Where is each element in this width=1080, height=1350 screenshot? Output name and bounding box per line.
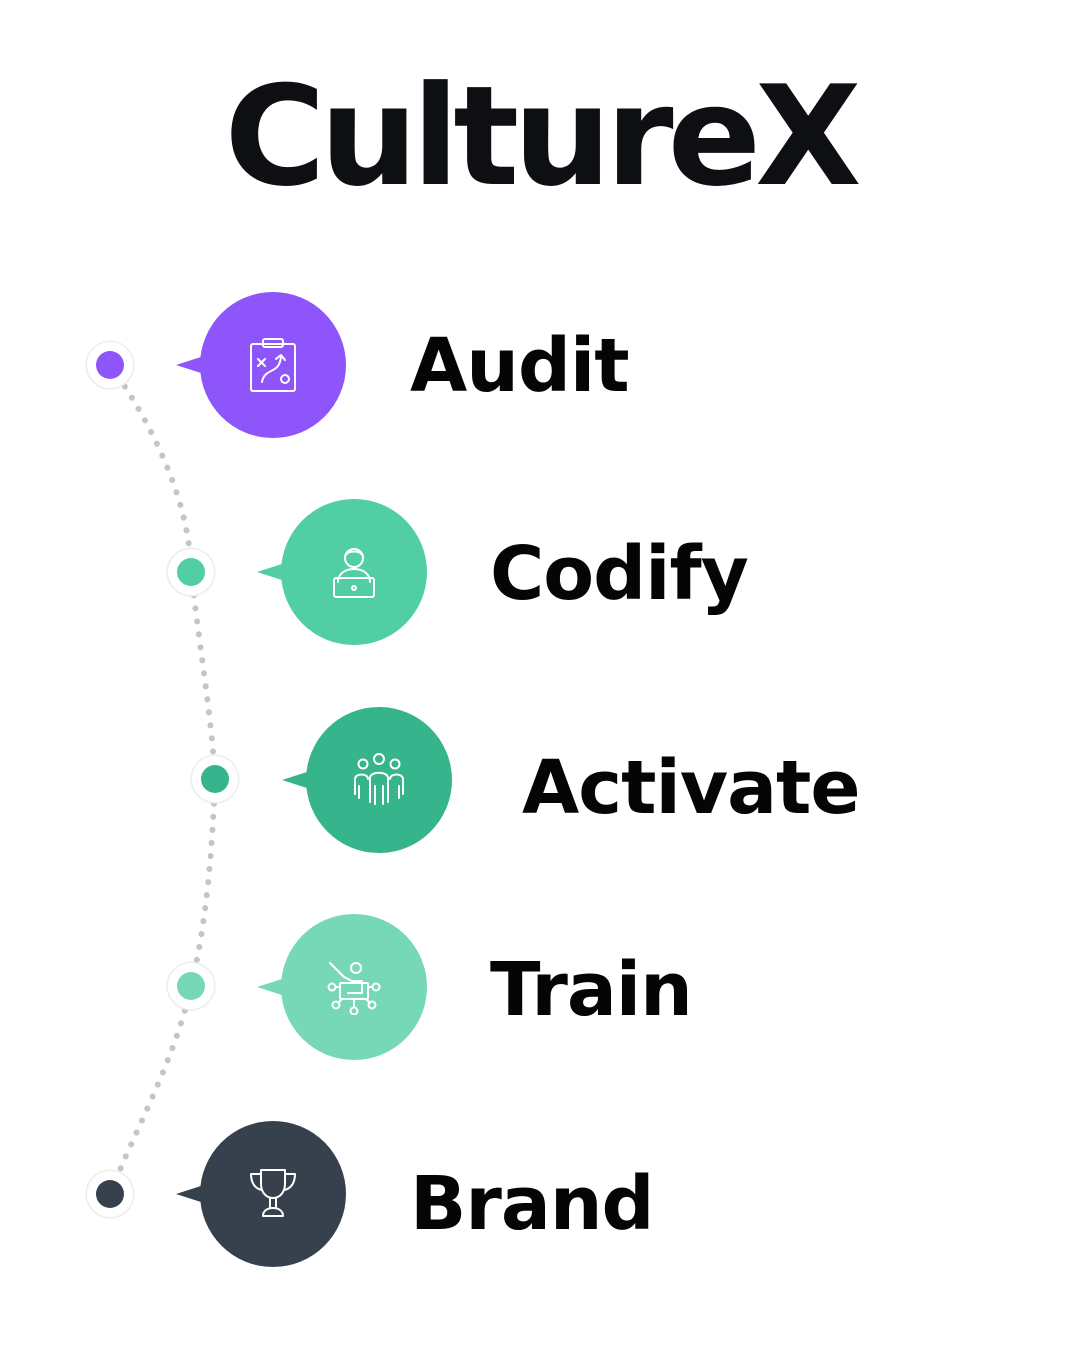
step-label-train: Train [490,947,693,1033]
step-label-codify: Codify [490,531,749,617]
step-label-brand: Brand [410,1161,654,1247]
step-bubble-train [257,914,427,1060]
step-label-activate: Activate [522,745,861,831]
step-bubble-activate [282,707,452,853]
clipboard-strategy-icon [250,338,296,392]
timeline-dot-activate [192,756,238,802]
step-label-audit: Audit [410,323,630,409]
person-laptop-icon [333,548,375,598]
timeline-dot-train [168,963,214,1009]
step-bubble-audit [176,292,346,438]
page-title: CultureX [224,56,861,217]
step-bubble-codify [257,499,427,645]
trophy-icon [250,1169,296,1217]
timeline-dot-audit [87,342,133,388]
timeline-dot-codify [168,549,214,595]
presenter-network-icon [327,962,381,1015]
step-bubble-brand [176,1121,346,1267]
team-group-icon [354,753,404,805]
timeline-dot-brand [87,1171,133,1217]
